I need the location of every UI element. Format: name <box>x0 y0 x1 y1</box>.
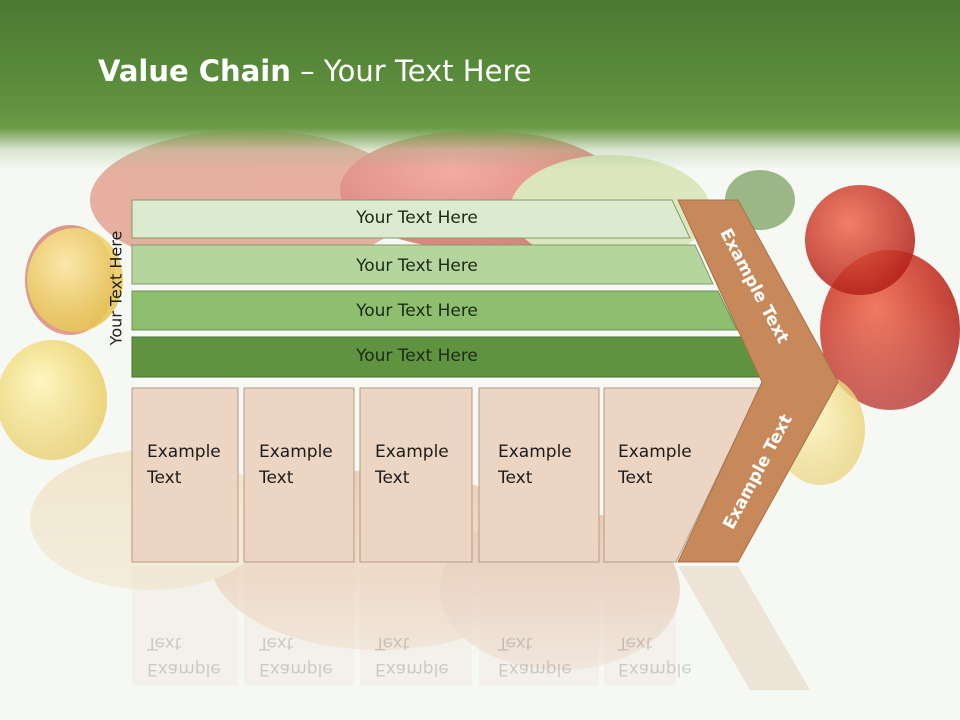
primary-cell-2 <box>243 387 355 563</box>
header-band <box>0 0 960 170</box>
support-bar-label-1: Your Text Here <box>356 208 478 228</box>
margin-chevron <box>677 199 839 563</box>
support-bar-label-4: Your Text Here <box>356 346 478 366</box>
primary-cell-label-3: Example Text <box>375 442 449 488</box>
support-bar-3 <box>131 290 738 331</box>
primary-cell-4 <box>478 387 600 563</box>
primary-cell-label-2: Example Text <box>259 442 333 488</box>
primary-cell-5 <box>603 387 761 563</box>
reflection-label-2: Example Text <box>259 633 333 679</box>
primary-cell-label-1: Example Text <box>147 442 221 488</box>
primary-cell-label-4: Example Text <box>498 442 572 488</box>
support-bar-1 <box>131 199 691 239</box>
title-bold: Value Chain <box>98 54 291 88</box>
reflection-label-3: Example Text <box>375 633 449 679</box>
support-bar-label-3: Your Text Here <box>356 301 478 321</box>
reflection-label-4: Example Text <box>498 633 572 679</box>
primary-cell-3 <box>359 387 473 563</box>
reflection-label-1: Example Text <box>147 633 221 679</box>
reflection <box>132 566 810 690</box>
title-rest: – Your Text Here <box>290 54 532 88</box>
reflection-label-5: Example Text <box>618 633 692 679</box>
primary-cell-label-5: Example Text <box>618 442 692 488</box>
support-bar-2 <box>131 244 714 285</box>
support-bar-label-2: Your Text Here <box>356 256 478 276</box>
slide-title: Value Chain – Your Text Here <box>98 54 532 88</box>
primary-cell-1 <box>131 387 239 563</box>
